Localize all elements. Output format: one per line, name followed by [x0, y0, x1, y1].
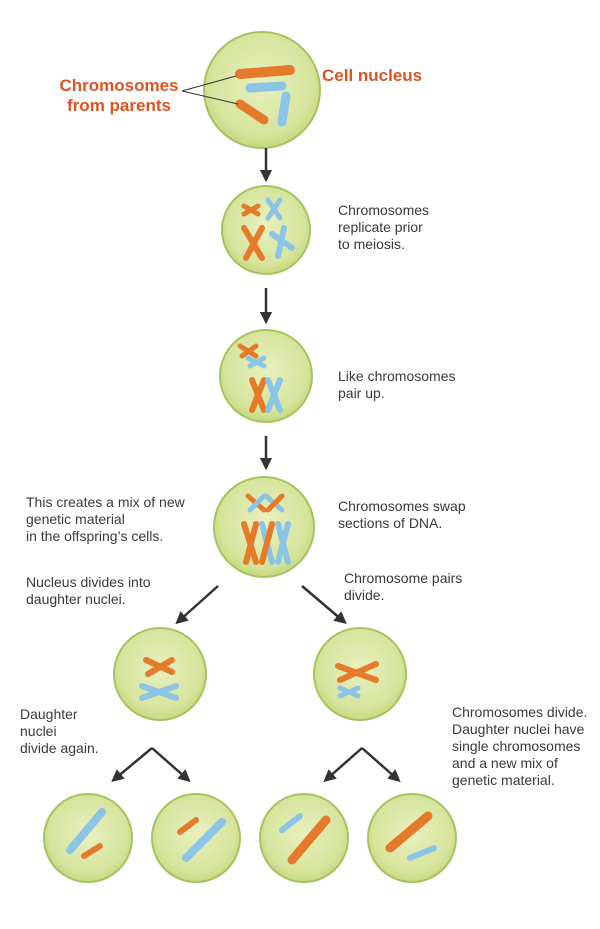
chromosome-orange [177, 817, 199, 835]
chromosome-x-orange-small [241, 203, 261, 217]
cell-final-2 [151, 793, 241, 883]
label-line: in the offspring’s cells. [26, 528, 164, 544]
cell-final-4 [367, 793, 457, 883]
chromosome-pair-large [249, 377, 283, 413]
label-line: Chromosomes [59, 76, 179, 95]
chromosome-blue [277, 91, 291, 127]
label-line: Chromosomes swap [338, 498, 466, 514]
label-pairs-divide: Chromosome pairs divide. [344, 570, 462, 604]
chromosome-blue [407, 845, 437, 861]
label-line: genetic material. [452, 772, 555, 788]
label-line: and a new mix of [452, 755, 558, 771]
cell-replicated [221, 185, 311, 275]
label-line: from parents [67, 96, 171, 115]
label-line: pair up. [338, 385, 385, 401]
chromosome-x-blue [337, 685, 361, 699]
label-line: single chromosomes [452, 738, 581, 754]
chromosome-x-blue-small [265, 197, 283, 221]
chromosome-orange [235, 65, 295, 79]
chromosome-crossover-large [241, 521, 291, 565]
chromosome-x-orange [335, 661, 379, 683]
label-line: Chromosomes [338, 202, 430, 218]
label-line: Chromosome pairs [344, 570, 463, 586]
chromosome-orange [235, 99, 269, 125]
chromosome-x-orange [143, 657, 175, 677]
label-pointer-lines [181, 75, 239, 105]
label-chromosomes-from-parents: Chromosomes from parents [58, 76, 180, 116]
arrow-diagonal-left [111, 747, 153, 783]
chromosome-blue [245, 81, 287, 93]
chromosome-pair-small [237, 343, 267, 369]
chromosome-orange [81, 843, 103, 859]
label-line: Chromosomes divide. [452, 704, 588, 720]
chromosome-blue [279, 813, 303, 833]
cell-crossover [213, 476, 315, 578]
label-line: divide. [344, 587, 385, 603]
cell-final-1 [43, 793, 133, 883]
label-line: genetic material [26, 511, 125, 527]
label-nucleus-divides: Nucleus divides into daughter nuclei. [26, 574, 151, 608]
label-mix: This creates a mix of new genetic materi… [26, 494, 185, 545]
label-line: Nucleus divides into [26, 574, 151, 590]
label-pair-up: Like chromosomes pair up. [338, 368, 456, 402]
label-line: Daughter [20, 706, 78, 722]
label-swap: Chromosomes swap sections of DNA. [338, 498, 466, 532]
arrow-diagonal-right [301, 585, 347, 625]
cell-daughter-right [313, 627, 407, 721]
arrow-diagonal-left [323, 747, 363, 783]
label-line: divide again. [20, 740, 99, 756]
cell-daughter-left [113, 627, 207, 721]
label-cell-nucleus: Cell nucleus [322, 66, 423, 85]
chromosome-crossover-small [245, 493, 285, 513]
label-line: nuclei [20, 723, 57, 739]
label-chromosomes-divide: Chromosomes divide. Daughter nuclei have… [452, 704, 587, 789]
arrow-diagonal-right [151, 747, 191, 783]
chromosome-orange [287, 815, 331, 865]
chromosome-orange [385, 811, 433, 853]
chromosome-blue [66, 808, 106, 854]
label-line: Daughter nuclei have [452, 721, 585, 737]
label-daughter-divide: Daughter nuclei divide again. [20, 706, 99, 757]
cell-paired [219, 329, 313, 423]
cell-final-3 [259, 793, 349, 883]
chromosome-x-blue [139, 683, 179, 701]
label-line: replicate prior [338, 219, 423, 235]
label-line: sections of DNA. [338, 515, 443, 531]
chromosome-x-blue-large [269, 225, 295, 259]
arrow-diagonal-right [361, 747, 401, 783]
chromosome-x-orange-large [241, 225, 265, 261]
chromosome-blue [182, 818, 226, 862]
label-line: to meiosis. [338, 236, 405, 252]
label-replicate: Chromosomes replicate prior to meiosis. [338, 202, 429, 253]
label-line: This creates a mix of new [26, 494, 185, 510]
label-line: daughter nuclei. [26, 591, 126, 607]
label-line: Like chromosomes [338, 368, 456, 384]
arrow-diagonal-left [175, 585, 219, 625]
cell-parent-nucleus [203, 31, 321, 149]
